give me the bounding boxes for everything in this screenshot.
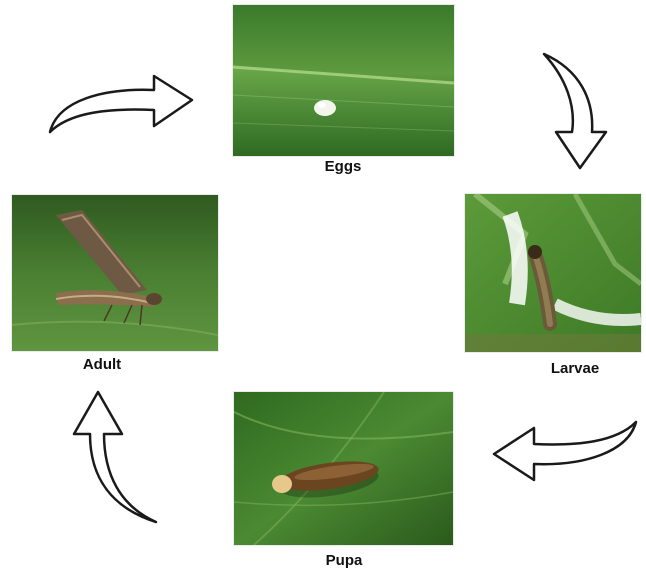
curved-arrow-icon <box>70 386 160 526</box>
adult-label: Adult <box>72 356 132 373</box>
pupa-label: Pupa <box>314 552 374 569</box>
larvae-photo <box>465 194 641 352</box>
larvae-label: Larvae <box>540 360 610 377</box>
pupa-photo <box>234 392 453 545</box>
curved-arrow-icon <box>540 50 612 172</box>
curved-arrow-icon <box>490 418 640 486</box>
curved-arrow-icon <box>44 70 196 136</box>
eggs-label: Eggs <box>318 158 368 175</box>
eggs-photo <box>233 5 454 156</box>
adult-photo <box>12 195 218 351</box>
